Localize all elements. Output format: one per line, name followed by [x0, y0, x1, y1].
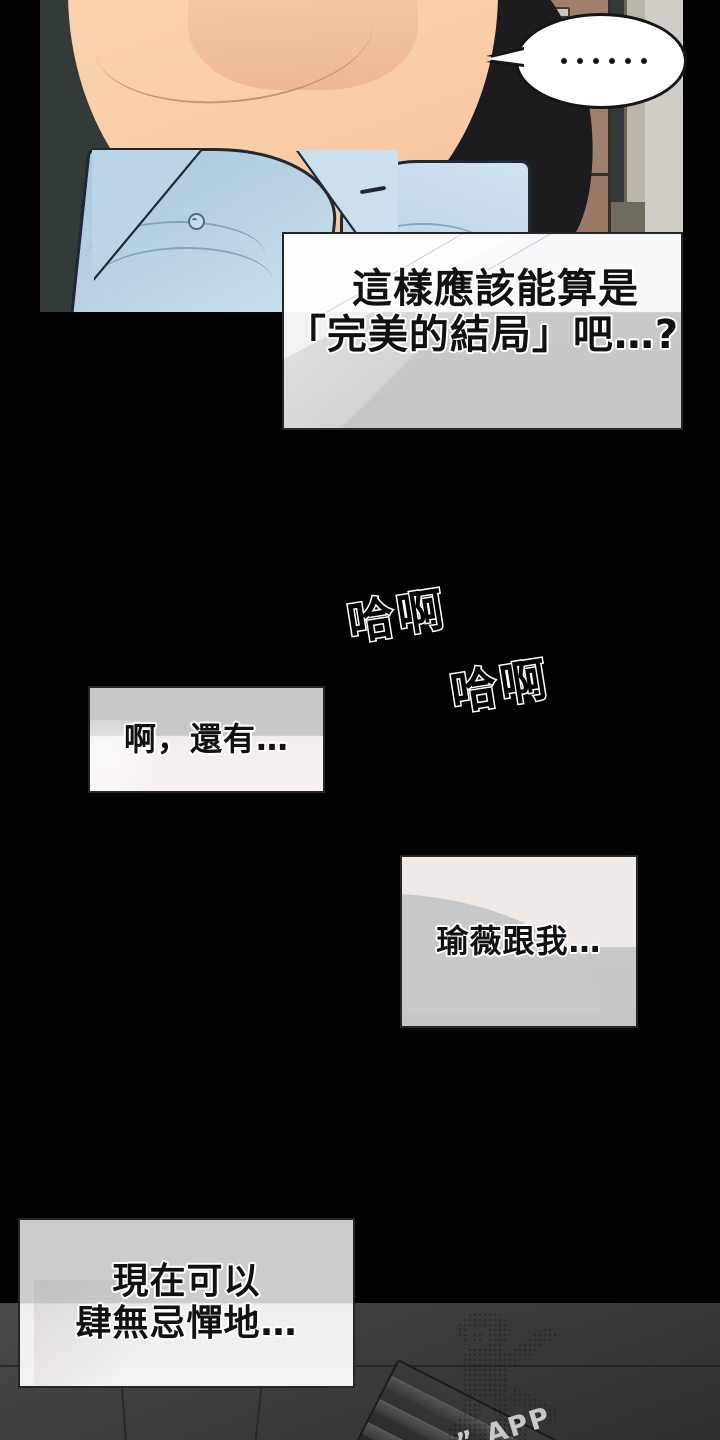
speech-bubble-tail: [486, 50, 524, 64]
shirt-fold: [353, 223, 493, 285]
caption-soft-glow: [90, 720, 168, 791]
shirt-collar-left: [92, 150, 200, 280]
caption-line: 這樣應該能算是: [352, 265, 639, 312]
sound-effect-haa: 哈啊: [445, 650, 555, 722]
caption-line: 現在可以: [112, 1261, 261, 1303]
watermark-figure-icon: [408, 1303, 598, 1440]
caption-line: 肆無忌憚地…: [75, 1303, 298, 1344]
shirt-button: [188, 213, 205, 230]
caption-shade: [34, 1280, 184, 1386]
caption-line: 「完美的結局」吧…?: [285, 312, 680, 358]
speech-bubble-ellipsis: ......: [486, 13, 687, 109]
sound-effect-haa: 哈啊: [342, 580, 452, 652]
ceiling-seam: [0, 1365, 720, 1367]
caption-box-yuwei-and-me: 瑜薇跟我…: [400, 855, 638, 1028]
caption-box-perfect-ending: 這樣應該能算是 「完美的結局」吧…?: [282, 232, 683, 430]
caption-line: 啊，還有…: [123, 719, 289, 758]
neck-shadow: [188, 0, 418, 90]
caption-box-and-also: 啊，還有…: [88, 686, 325, 793]
caption-line: 瑜薇跟我…: [436, 921, 602, 960]
ellipsis-dots: [561, 58, 647, 64]
caption-box-now-freely: 現在可以 肆無忌憚地…: [18, 1218, 355, 1388]
